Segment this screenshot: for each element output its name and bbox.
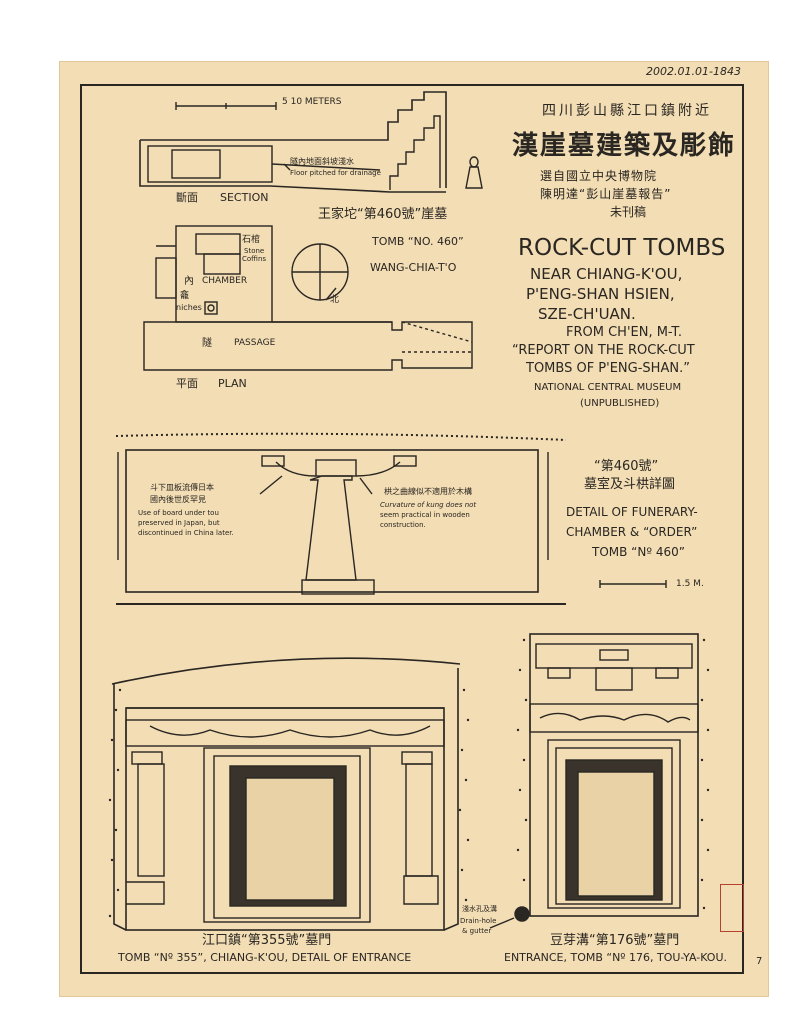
note-left-1: Use of board under tou bbox=[138, 509, 219, 517]
tomb460-name-2: WANG-CHIA-T'O bbox=[370, 261, 457, 274]
seal-stamp bbox=[720, 884, 744, 932]
niches-label-cn: 龕 bbox=[180, 291, 190, 301]
header-source-5: (UNPUBLISHED) bbox=[580, 398, 660, 409]
page-number: 7 bbox=[756, 956, 763, 967]
coffins-label-2: Coffins bbox=[242, 255, 267, 263]
coffins-label-1: Stone bbox=[244, 247, 265, 255]
section-label: SECTION bbox=[220, 191, 269, 204]
note-right-cn: 栱之曲線似不適用於木構 bbox=[384, 487, 472, 496]
header-title: ROCK-CUT TOMBS bbox=[518, 235, 726, 261]
section-label-cn: 斷面 bbox=[176, 191, 198, 204]
note-right-3: construction. bbox=[380, 521, 426, 529]
header-source-4: NATIONAL CENTRAL MUSEUM bbox=[534, 382, 682, 393]
header-cn-source-2: 陳明達“彭山崖墓報告” bbox=[540, 187, 672, 201]
chamber-label-cn: 內 bbox=[184, 276, 194, 287]
header-subtitle-1: NEAR CHIANG-K'OU, bbox=[530, 265, 683, 283]
detail-heading-1: DETAIL OF FUNERARY- bbox=[566, 505, 698, 519]
detail-heading-cn-2: 墓室及斗栱詳圖 bbox=[584, 477, 676, 492]
passage-label: PASSAGE bbox=[234, 338, 276, 348]
note-left-cn-1: 斗下皿板流傳日本 bbox=[150, 483, 214, 492]
note-left-3: discontinued in China later. bbox=[138, 529, 234, 537]
detail-scale-label: 1.5 M. bbox=[676, 579, 704, 589]
header-cn-title: 漢崖墓建築及彫飾 bbox=[512, 131, 737, 161]
tomb355-caption: TOMB “Nº 355”, CHIANG-K'OU, DETAIL OF EN… bbox=[118, 951, 412, 964]
detail-heading-3: TOMB “Nº 460” bbox=[592, 545, 685, 559]
header-cn-location: 四川彭山縣江口鎮附近 bbox=[542, 103, 712, 119]
detail-heading-cn-1: “第460號” bbox=[594, 459, 659, 474]
note-left-cn-2: 國內後世反罕見 bbox=[150, 495, 206, 504]
drain-label-2: & gutter bbox=[462, 927, 492, 935]
header-cn-source-3: 未刊稿 bbox=[610, 205, 647, 219]
chamber-label: CHAMBER bbox=[202, 276, 248, 286]
note-right-1: Curvature of kung does not bbox=[380, 501, 477, 509]
coffins-label-cn: 石棺 bbox=[242, 235, 261, 245]
tomb355-caption-cn: 江口鎮“第355號”墓門 bbox=[202, 933, 332, 948]
tomb460-name-cn: 王家坨“第460號”崖墓 bbox=[318, 207, 448, 222]
tomb176-caption: ENTRANCE, TOMB “Nº 176, TOU-YA-KOU. bbox=[504, 951, 728, 964]
note-right-2: seem practical in wooden bbox=[380, 511, 470, 519]
header-source-2: “REPORT ON THE ROCK-CUT bbox=[512, 343, 695, 358]
tomb176-caption-cn: 豆芽溝“第176號”墓門 bbox=[550, 933, 680, 948]
scale-label-meters: 5 10 METERS bbox=[282, 97, 342, 107]
niches-label: niches bbox=[176, 303, 202, 312]
plan-label-cn: 平面 bbox=[176, 377, 198, 390]
drain-label-cn: 淺水孔及溝 bbox=[462, 905, 497, 913]
tomb460-name-1: TOMB “NO. 460” bbox=[372, 235, 464, 248]
drawing-frame bbox=[80, 84, 744, 974]
detail-heading-2: CHAMBER & “ORDER” bbox=[566, 525, 698, 539]
floor-note: Floor pitched for drainage bbox=[290, 169, 381, 177]
header-subtitle-3: SZE-CH'UAN. bbox=[538, 305, 636, 323]
passage-label-cn: 隧 bbox=[202, 338, 212, 349]
header-cn-source-1: 選自國立中央博物院 bbox=[540, 169, 658, 183]
plan-label: PLAN bbox=[218, 377, 247, 390]
note-left-2: preserved in Japan, but bbox=[138, 519, 220, 527]
header-subtitle-2: P'ENG-SHAN HSIEN, bbox=[526, 285, 675, 303]
north-label-cn: 北 bbox=[330, 295, 340, 305]
floor-note-cn: 隧內地面斜坡淺水 bbox=[290, 157, 354, 166]
drain-label-1: Drain-hole bbox=[460, 917, 497, 925]
header-source-3: TOMBS OF P'ENG-SHAN.” bbox=[526, 361, 690, 376]
archive-id: 2002.01.01-1843 bbox=[646, 65, 741, 78]
header-source-1: FROM CH'EN, M-T. bbox=[566, 325, 682, 340]
